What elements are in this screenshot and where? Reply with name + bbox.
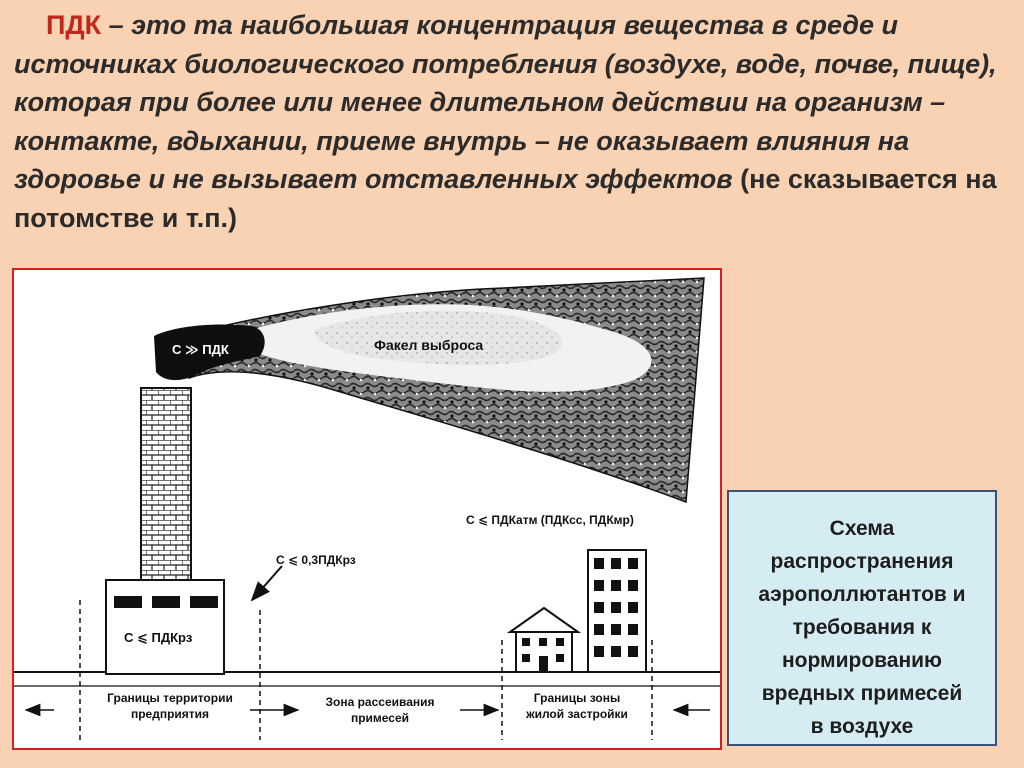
apartment-window <box>628 558 638 569</box>
caption-line: нормированию <box>781 649 942 672</box>
pdk-definition-text: – это та наибольшая концентрация веществ… <box>14 10 997 194</box>
house-window <box>556 654 564 662</box>
apartment-window <box>628 580 638 591</box>
plume-haze <box>314 310 562 365</box>
apartment-window <box>611 646 621 657</box>
zone-dispersion-label: Зона рассеивания <box>325 695 434 709</box>
apartment-window <box>594 646 604 657</box>
apartment-window <box>594 558 604 569</box>
pdk-definition-tail: (не сказывается на потомстве и т.п.) <box>14 164 997 233</box>
zone-enterprise-label: предприятия <box>131 707 209 721</box>
house-window <box>522 638 530 646</box>
apartment-window <box>611 558 621 569</box>
apartment-window <box>611 602 621 613</box>
apartment-building <box>587 549 647 673</box>
caption-line: требования к <box>792 616 932 639</box>
zone-residential-label: Границы зоны <box>534 691 620 705</box>
factory-edge-arrow <box>250 565 283 602</box>
apartment-window <box>594 602 604 613</box>
house-window <box>522 654 530 662</box>
plume-label: Факел выброса <box>374 337 483 353</box>
diagram-caption: Схема распространения аэрополлютантов и … <box>727 490 997 746</box>
pdk-term: ПДК <box>46 10 102 40</box>
apartment-window <box>611 580 621 591</box>
house-door <box>539 656 548 672</box>
apartment-window <box>628 602 638 613</box>
apartment-window <box>594 624 604 635</box>
zone-enterprise-label: Границы территории <box>107 691 233 705</box>
house-roof <box>506 606 582 633</box>
factory-window <box>152 596 180 608</box>
factory-window <box>114 596 142 608</box>
factory-concentration-label: С ⩽ ПДКрз <box>124 630 193 645</box>
caption-line: распространения <box>770 550 954 573</box>
factory-window <box>190 596 218 608</box>
house-window <box>539 638 547 646</box>
chimney <box>140 387 192 583</box>
pdk-definition: ПДК – это та наибольшая концентрация вещ… <box>14 6 1014 237</box>
plume-dark-head <box>154 324 265 381</box>
chimney-concentration-label: С ≫ ПДК <box>172 342 229 357</box>
pollution-diagram: С ≫ ПДК Факел выброса С ⩽ ПДКрз С ⩽ 0,3П… <box>12 268 722 750</box>
apartment-window <box>594 580 604 591</box>
house-window <box>556 638 564 646</box>
plume <box>154 277 705 504</box>
apartment-window <box>628 624 638 635</box>
caption-line: Схема <box>829 517 895 540</box>
apartment-window <box>628 646 638 657</box>
caption-line: в воздухе <box>810 715 914 738</box>
pollution-diagram-svg: С ≫ ПДК Факел выброса С ⩽ ПДКрз С ⩽ 0,3П… <box>14 277 720 740</box>
caption-line: вредных примесей <box>761 682 963 705</box>
house <box>506 606 582 673</box>
caption-line: аэрополлютантов и <box>758 583 966 606</box>
zone-dispersion-label: примесей <box>351 711 409 725</box>
factory-edge-concentration-label: С ⩽ 0,3ПДКрз <box>276 553 356 567</box>
apartment-window <box>611 624 621 635</box>
residential-concentration-label: С ⩽ ПДКатм (ПДКсс, ПДКмр) <box>466 513 634 527</box>
zone-residential-label: жилой застройки <box>525 707 628 721</box>
factory-building <box>105 579 225 675</box>
